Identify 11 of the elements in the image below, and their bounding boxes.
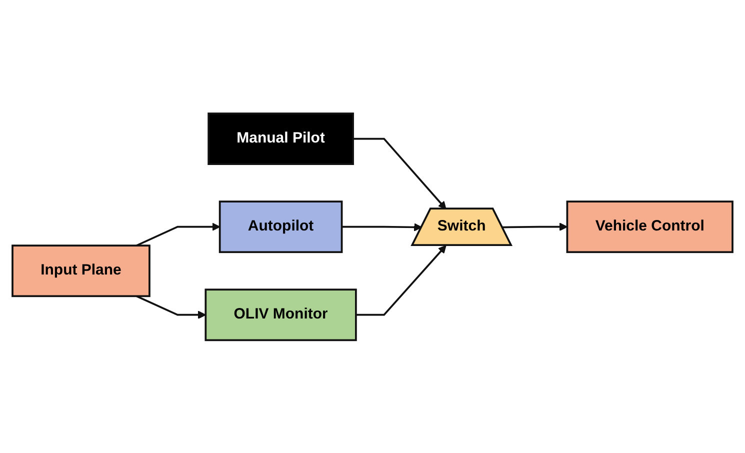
arrow: [353, 138, 446, 210]
node-box: OLIV Monitor: [204, 288, 357, 341]
node-box: Input Plane: [12, 244, 150, 297]
arrow: [356, 244, 446, 316]
node-box: Autopilot: [218, 200, 343, 253]
arrow: [342, 222, 422, 231]
node-box: Vehicle Control: [566, 200, 734, 253]
arrow: [136, 222, 220, 246]
node-box: Manual Pilot: [208, 112, 354, 165]
arrow: [502, 222, 568, 231]
arrow: [136, 294, 206, 319]
